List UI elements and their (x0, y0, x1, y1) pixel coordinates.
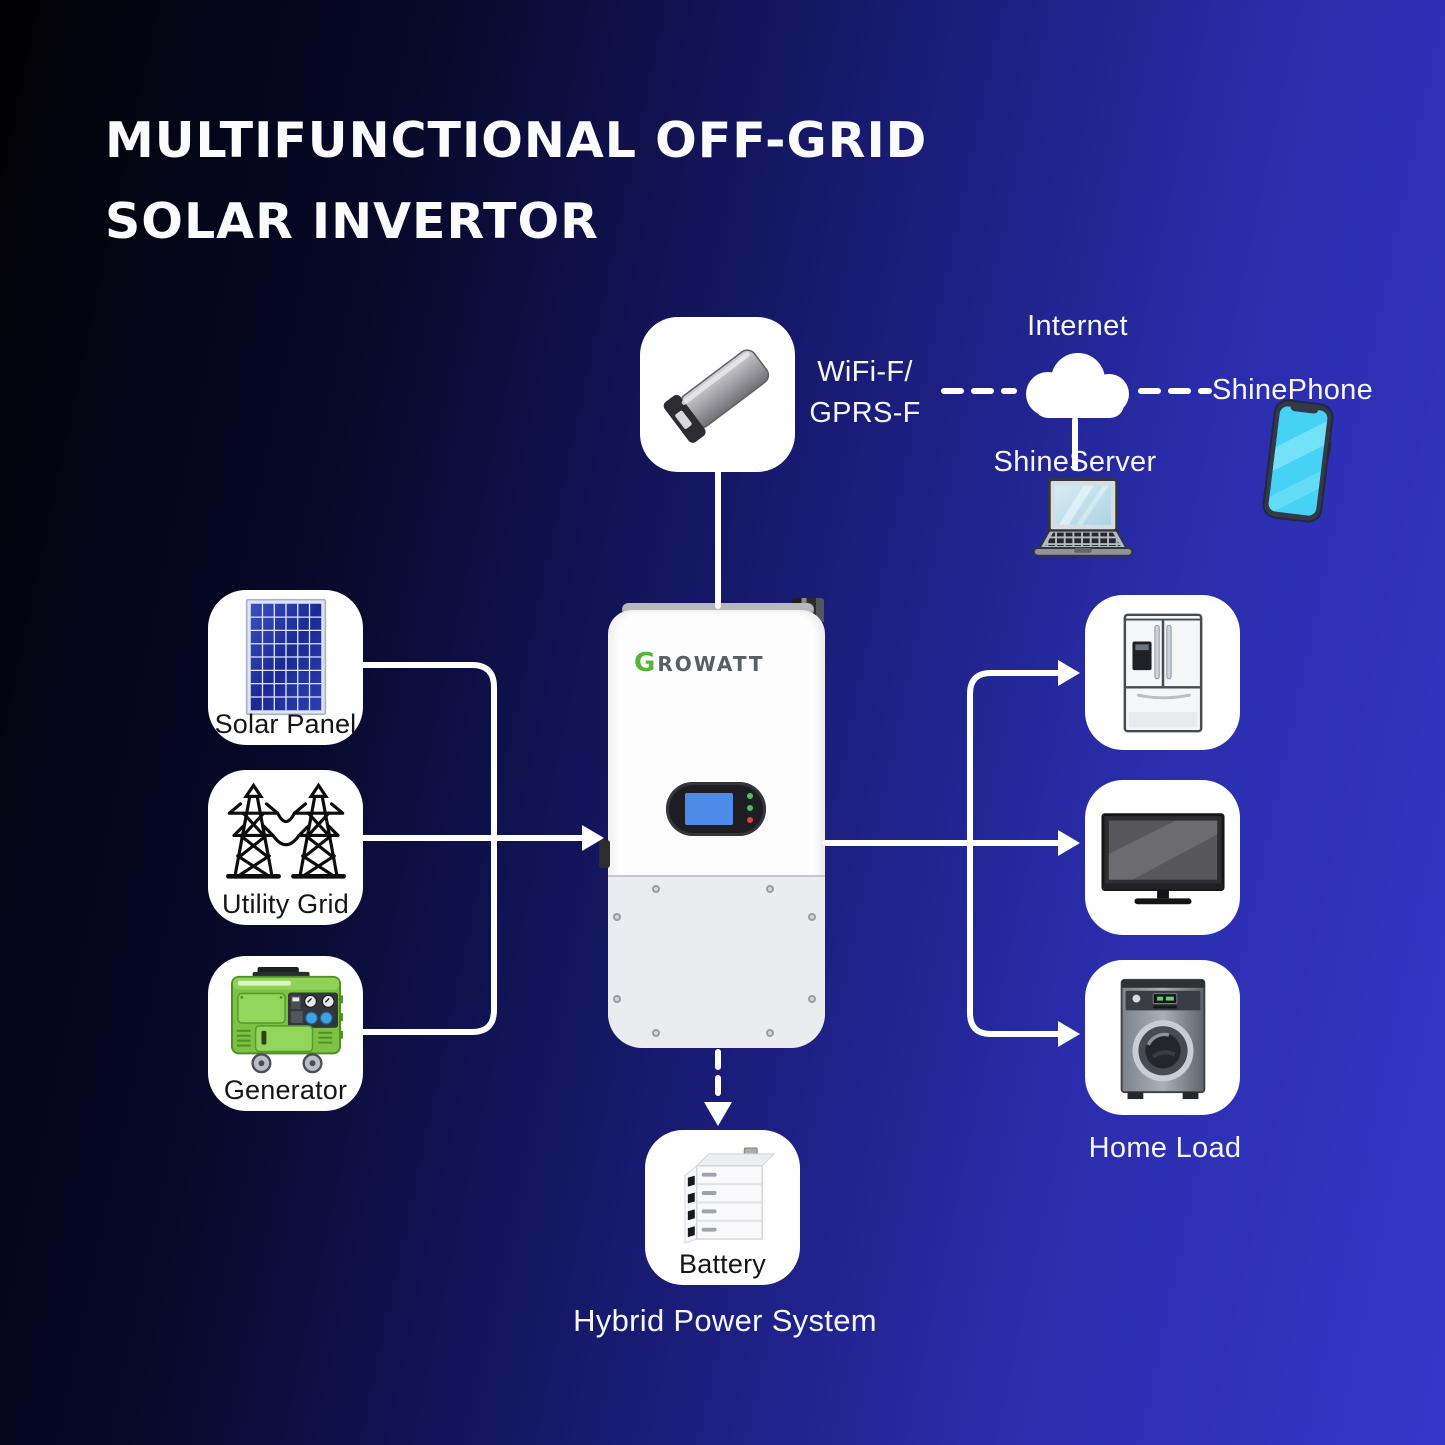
led-green-icon (747, 793, 753, 799)
shineserver-label: ShineServer (993, 446, 1157, 478)
caption-hybrid-power-system: Hybrid Power System (573, 1303, 877, 1338)
arrowhead-into-washer (1058, 1021, 1080, 1047)
solar-panel-card: Solar Panel (208, 590, 363, 745)
wire-branch-to-fridge (967, 670, 1065, 697)
generator-card: Generator (208, 956, 363, 1111)
smartphone-icon (1262, 399, 1334, 523)
dongle-label-line1: WiFi-F/ (817, 356, 913, 388)
washing-machine-card (1085, 960, 1240, 1115)
growatt-logo: GROWATT (634, 648, 765, 678)
screw-icon (808, 995, 816, 1003)
battery-label: Battery (679, 1249, 766, 1279)
inverter-lcd-screen (685, 793, 733, 825)
dongle-label-line2: GPRS-F (809, 397, 921, 429)
dongle-label: WiFi-F/ GPRS-F (790, 352, 940, 434)
wifi-dongle-card (640, 317, 795, 472)
growatt-inverter: GROWATT (599, 598, 825, 1048)
led-red-icon (747, 817, 753, 823)
inverter-side-connector (599, 840, 610, 868)
home-load-label: Home Load (1088, 1132, 1242, 1164)
refrigerator-card (1085, 595, 1240, 750)
wire-solar-generator-merge (360, 662, 497, 1035)
arrowhead-into-tv (1058, 830, 1080, 856)
utility-grid-label: Utility Grid (222, 889, 349, 919)
solar-panel-label: Solar Panel (214, 709, 357, 739)
screw-icon (652, 885, 660, 893)
inverter-wiring-cover (608, 875, 825, 1048)
refrigerator-icon (1123, 613, 1202, 732)
generator-icon (230, 966, 343, 1073)
tv-icon (1100, 812, 1225, 904)
arrowhead-into-battery (704, 1102, 732, 1126)
page-title-line1: MULTIFUNCTIONAL OFF-GRID (105, 112, 928, 169)
battery-card: Battery (645, 1130, 800, 1285)
led-green-icon (747, 805, 753, 811)
utility-grid-icon (225, 781, 346, 879)
utility-grid-card: Utility Grid (208, 770, 363, 925)
screw-icon (613, 913, 621, 921)
internet-cloud-icon (1026, 353, 1129, 418)
washing-machine-icon (1120, 978, 1205, 1099)
growatt-logo-rest: ROWATT (657, 652, 765, 676)
inverter-body: GROWATT (599, 610, 825, 1048)
screw-icon (652, 1029, 660, 1037)
solar-panel-icon (245, 598, 326, 715)
screw-icon (613, 995, 621, 1003)
generator-label: Generator (223, 1075, 348, 1105)
growatt-logo-initial: G (634, 648, 658, 678)
battery-icon (683, 1146, 775, 1244)
arrowhead-into-fridge (1058, 660, 1080, 686)
inverter-lcd-panel (666, 782, 766, 836)
screw-icon (766, 1029, 774, 1037)
tv-card (1085, 780, 1240, 935)
wire-branch-to-washer (967, 1010, 1065, 1037)
page-title-line2: SOLAR INVERTOR (105, 193, 599, 250)
wifi-dongle-icon (663, 348, 769, 443)
screw-icon (808, 913, 816, 921)
internet-label: Internet (1027, 310, 1128, 342)
screw-icon (766, 885, 774, 893)
inverter-status-leds (747, 793, 753, 823)
laptop-icon (1032, 478, 1134, 557)
